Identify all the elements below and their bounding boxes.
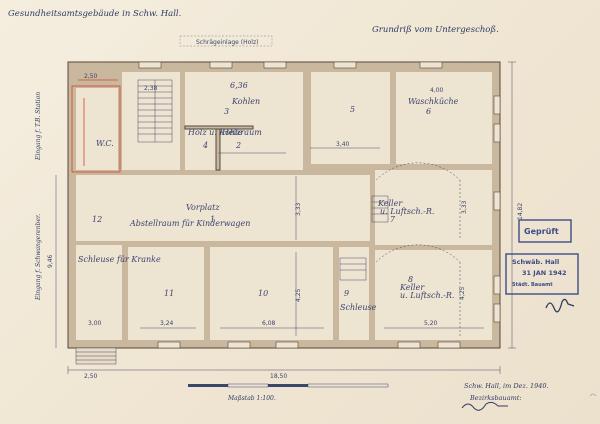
stamp-place: Schwäb. Hall (512, 258, 559, 266)
scale-bar (188, 383, 389, 388)
small-staircase (339, 195, 389, 281)
dim-room8-width: 5,20 (424, 320, 438, 327)
stamp-date: 31 JAN 1942 (522, 269, 567, 277)
side-label-bottom: Eingang f. Schwangerenber. (35, 214, 42, 301)
entrance-room (76, 245, 122, 340)
room-label-luftsch7: u. Luftsch.-R. (380, 207, 434, 216)
room-9 (339, 247, 369, 340)
room-num-7: 7 (390, 215, 396, 224)
room-label-keller7: Keller (377, 199, 403, 208)
room-label-schleuse-left: Schleuse für Kranke (78, 255, 161, 264)
room-label-wc: W.C. (96, 139, 114, 148)
dimension-lines (55, 61, 516, 374)
scale-label: Maßstab 1:100. (227, 395, 276, 402)
dim-stair-width: 2,38 (144, 85, 158, 92)
room-11 (128, 247, 204, 340)
room-num-8: 8 (408, 275, 413, 284)
side-label-top: Eingang f. T.B. Station (35, 92, 42, 161)
room-num-3: 3 (224, 107, 229, 116)
dim-wc-width: 2,50 (84, 73, 98, 80)
room-label-abstellraum: Abstellraum für Kinderwagen (129, 219, 250, 228)
stamp-office: Städt. Bauamt (512, 282, 553, 288)
dim-room11-width: 3,24 (160, 320, 174, 327)
room-num-9: 9 (344, 289, 349, 298)
entrance-steps (75, 347, 117, 365)
room-num-10: 10 (258, 289, 268, 298)
room-num-6: 6 (426, 107, 431, 116)
dim-room7-height: 3,33 (461, 200, 468, 214)
dim-room5-width: 3,40 (336, 141, 350, 148)
dim-total-height: 14,82 (517, 203, 524, 220)
dim-entrance-width: 3,00 (88, 320, 102, 327)
signature-stamp (545, 298, 575, 313)
signature-bottom (461, 401, 508, 411)
room-num-1: 1 (210, 215, 215, 224)
windows (138, 61, 501, 349)
staircase (137, 79, 173, 143)
dim-left-height: 9,46 (47, 254, 54, 268)
room-label-keller8: Keller (399, 283, 425, 292)
room-5 (311, 72, 390, 164)
dim-total-width: 18,50 (270, 373, 287, 380)
room-10 (210, 247, 333, 340)
room-num-5: 5 (350, 105, 355, 114)
footer-office: Bezirksbauamt: (469, 394, 522, 402)
geprueft-stamp-frame (518, 219, 572, 243)
room-label-waschkueche: Waschküche (408, 97, 459, 106)
dim-room10-height: 4,25 (295, 288, 302, 302)
room-6 (396, 72, 492, 164)
header-title: Gesundheitsamtsgebäude in Schw. Hall. (8, 9, 181, 19)
room-label-luftsch8: u. Luftsch.-R. (400, 291, 454, 300)
room-7 (375, 170, 492, 245)
dim-left-width: 2,50 (84, 373, 98, 380)
stair-room (122, 72, 180, 170)
room-num-11: 11 (164, 289, 174, 298)
dim-room3-width: 6,36 (230, 81, 248, 90)
dim-vorplatz-height: 3,33 (295, 202, 302, 216)
dim-room6-width: 4,00 (430, 87, 444, 94)
room-label-holz: Holz u. Kohle (187, 128, 243, 137)
footer-place: Schw. Hall, im Dez. 1940. (464, 382, 549, 390)
room-label-vorplatz: Vorplatz (186, 203, 220, 212)
door-swings (375, 162, 461, 336)
date-stamp-frame (505, 253, 579, 295)
vorplatz-room (76, 175, 370, 241)
red-annotations (71, 79, 121, 173)
room-num-4: 4 (202, 141, 208, 150)
pencil-note: Schrägeinlage (Holz) (196, 39, 258, 46)
room-label-kohlen: Kohlen (231, 97, 260, 106)
room-label-heizraum: Heizraum (221, 128, 262, 137)
header-subtitle: Grundriß vom Untergeschoß. (372, 25, 499, 35)
wc-room (76, 88, 118, 170)
room-label-schleuse: Schleuse (340, 303, 377, 312)
room-num-2: 2 (235, 141, 241, 150)
room-8 (375, 250, 492, 340)
stamp-geprueft: Geprüft (524, 227, 559, 236)
dim-room10-width: 6,08 (262, 320, 276, 327)
room-num-12: 12 (92, 215, 102, 224)
dim-room8-height: 4,25 (459, 286, 466, 300)
